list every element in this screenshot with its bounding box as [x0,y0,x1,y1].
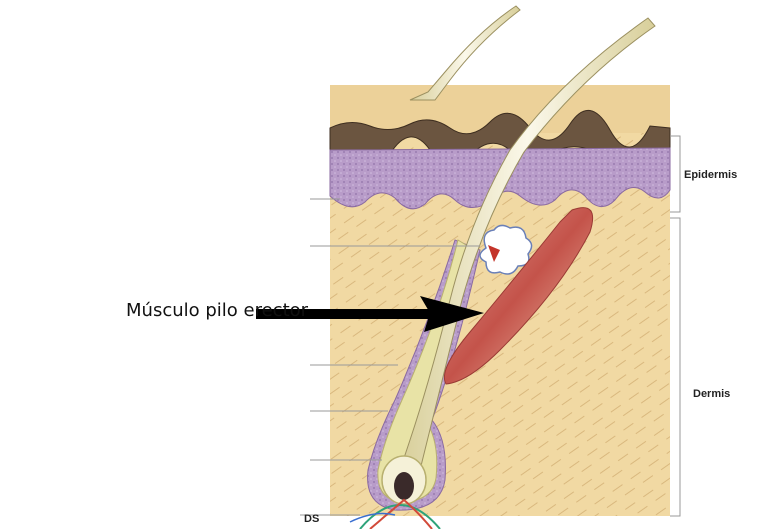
epidermis-label: Epidermis [684,169,737,181]
layer-brackets [670,136,680,516]
muscle-callout-label: Músculo pilo erector [126,300,308,321]
cropped-label: DS [304,513,319,525]
dermis-label: Dermis [693,388,730,400]
dermal-papilla [394,472,414,500]
